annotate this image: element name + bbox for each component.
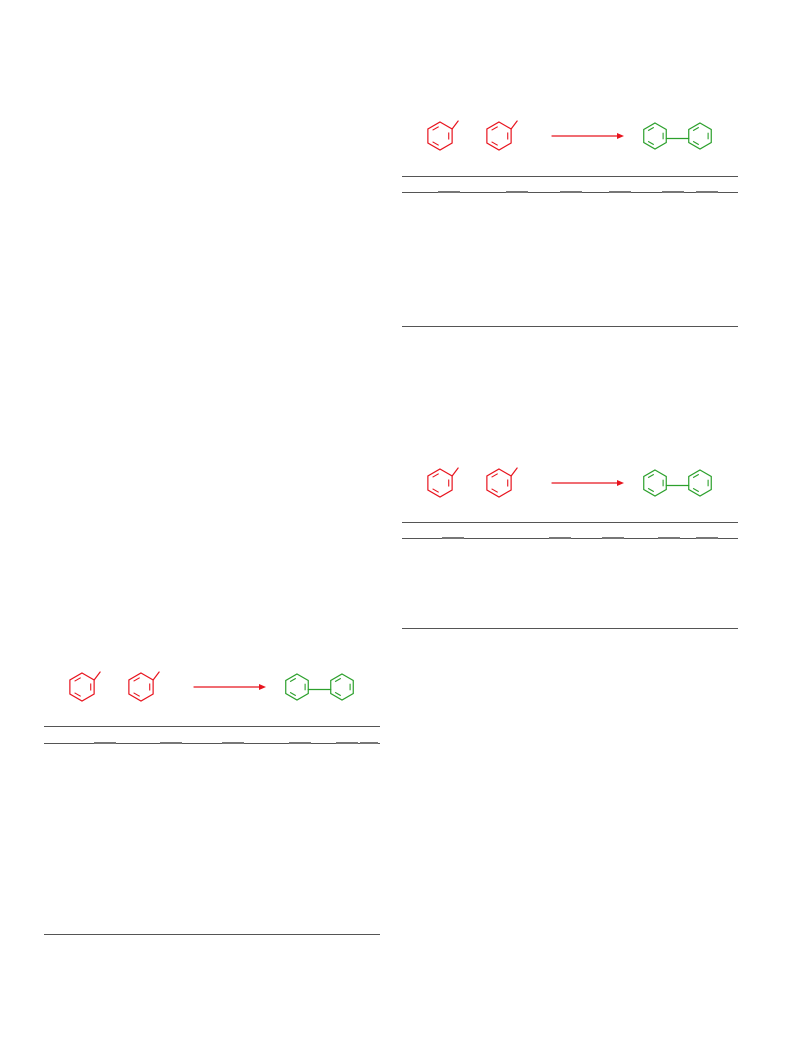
- reaction-arrow-head-icon: [259, 684, 266, 690]
- header-underline: [609, 191, 631, 193]
- aryl-reactant-2-icon: [486, 121, 512, 151]
- header-underline: [438, 191, 460, 193]
- table-bottom-rule: [402, 628, 738, 629]
- double-bond: [647, 473, 655, 479]
- header-underline: [360, 742, 378, 744]
- table-top-rule: [402, 176, 738, 177]
- biphenyl-ring-right-icon: [688, 122, 712, 150]
- double-bond: [74, 692, 81, 697]
- header-underline: [289, 742, 311, 744]
- biphenyl-ring-right-icon: [330, 673, 354, 701]
- table-bottom-rule: [402, 326, 738, 327]
- header-underline: [506, 191, 528, 193]
- biphenyl-ring-left-icon: [643, 122, 667, 150]
- double-bond: [432, 473, 439, 478]
- benzene-ring: [688, 122, 712, 150]
- aryl-reactant-2-icon: [128, 672, 154, 702]
- double-bond: [74, 677, 81, 682]
- substituent-bond: [152, 671, 160, 681]
- double-bond: [432, 488, 439, 493]
- header-underline: [662, 191, 684, 193]
- double-bond: [692, 140, 700, 146]
- benzene-ring: [643, 122, 667, 150]
- benzene-ring: [285, 673, 309, 701]
- reaction-scheme-middle-right: [402, 452, 738, 632]
- double-bond: [692, 473, 700, 479]
- reaction-drawing: [427, 467, 712, 498]
- reaction-arrow-head-icon: [617, 133, 624, 139]
- benzene-ring: [688, 469, 712, 497]
- double-bond: [491, 473, 498, 478]
- header-underline: [696, 537, 718, 539]
- header-underline: [160, 742, 182, 744]
- aryl-reactant-1-icon: [69, 672, 95, 702]
- substituent-bond: [451, 467, 459, 477]
- double-bond: [692, 487, 700, 493]
- double-bond: [491, 126, 498, 131]
- reaction-drawing: [69, 671, 354, 702]
- double-bond: [647, 140, 655, 146]
- double-bond: [491, 488, 498, 493]
- header-underline: [658, 537, 680, 539]
- double-bond: [647, 487, 655, 493]
- double-bond: [289, 691, 297, 697]
- aryl-reactant-1-icon: [427, 468, 453, 498]
- reaction-scheme-bottom-left: [44, 656, 380, 940]
- substituent-bond: [510, 467, 518, 477]
- header-underline: [442, 537, 464, 539]
- header-underline: [560, 191, 582, 193]
- double-bond: [289, 677, 297, 683]
- double-bond: [432, 126, 439, 131]
- aryl-reactant-2-icon: [486, 468, 512, 498]
- header-underline: [549, 537, 571, 539]
- biphenyl-ring-left-icon: [285, 673, 309, 701]
- benzene-ring: [643, 469, 667, 497]
- biphenyl-ring-left-icon: [643, 469, 667, 497]
- biphenyl-ring-right-icon: [688, 469, 712, 497]
- table-top-rule: [44, 726, 380, 727]
- double-bond: [133, 677, 140, 682]
- double-bond: [491, 141, 498, 146]
- double-bond: [133, 692, 140, 697]
- double-bond: [692, 126, 700, 132]
- table-bottom-rule: [44, 934, 380, 935]
- header-underline: [222, 742, 244, 744]
- substituent-bond: [93, 671, 101, 681]
- benzene-ring: [330, 673, 354, 701]
- double-bond: [334, 691, 342, 697]
- header-underline: [94, 742, 116, 744]
- table-top-rule: [402, 522, 738, 523]
- aryl-reactant-1-icon: [427, 121, 453, 151]
- double-bond: [647, 126, 655, 132]
- double-bond: [432, 141, 439, 146]
- substituent-bond: [451, 120, 459, 130]
- double-bond: [334, 677, 342, 683]
- substituent-bond: [510, 120, 518, 130]
- table-header-rule: [44, 743, 380, 744]
- reaction-arrow-head-icon: [617, 480, 624, 486]
- header-underline: [602, 537, 624, 539]
- reaction-scheme-top-right: [402, 105, 738, 330]
- header-underline: [336, 742, 358, 744]
- header-underline: [696, 191, 718, 193]
- reaction-drawing: [427, 120, 712, 151]
